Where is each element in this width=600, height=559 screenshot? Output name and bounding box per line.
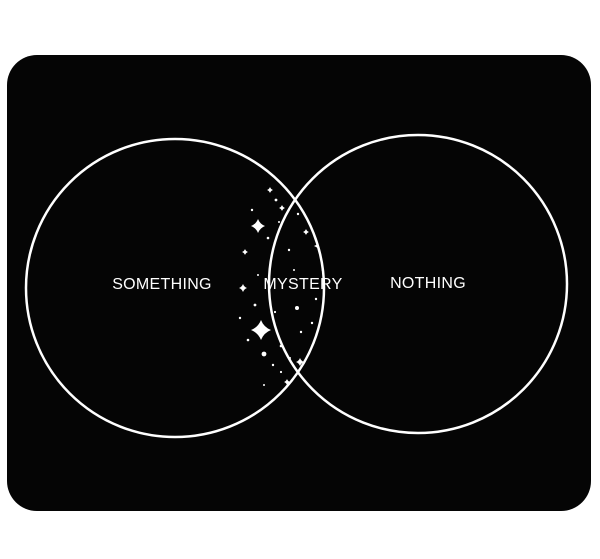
sparkle-star [279,205,285,211]
star-dot [335,235,337,237]
star-dot [278,221,280,223]
star-dot [284,161,286,163]
star-dot [289,357,291,359]
star-dot [279,370,283,374]
sparkle-star [242,249,248,255]
star-dot [279,344,283,348]
sparkle-star [307,192,313,198]
star-dot [295,378,299,382]
sparkle-star [314,342,320,348]
star-dot [287,248,291,252]
star-dot [263,384,265,386]
sparkle-star [239,284,247,292]
sparkle-star [284,379,290,385]
sparkle-star [303,229,309,235]
star-dot [295,306,299,310]
star-dot [299,159,301,161]
star-dot [310,321,314,325]
sparkle-star [296,358,304,366]
star-dot [304,390,308,394]
star-dot [314,297,318,301]
star-dot [326,221,328,223]
sparkle-star [267,187,273,193]
something-label: SOMETHING [112,276,212,293]
star-dot [273,310,277,314]
black-card-background [7,55,591,511]
sparkle-star [251,320,271,340]
mystery-label: MYSTERY [263,276,342,293]
sparkle-star [251,219,265,233]
star-dot [307,208,311,212]
star-dot [291,400,295,404]
star-dot [261,351,267,357]
star-dot [320,356,324,360]
star-dot [250,208,254,212]
nothing-label: NOTHING [390,275,466,292]
star-dot [253,303,257,307]
star-dot [246,338,250,342]
star-dot [293,269,295,271]
star-dot [257,274,259,276]
star-dot [271,363,275,367]
star-dot [266,236,270,240]
star-dot [238,316,242,320]
star-dot [274,198,278,202]
star-dot [285,410,289,414]
sparkle-star [284,168,298,182]
nothing-circle [267,133,569,435]
star-dot [299,330,303,334]
star-dot [296,212,300,216]
star-dot [310,373,312,375]
something-circle [24,137,326,439]
